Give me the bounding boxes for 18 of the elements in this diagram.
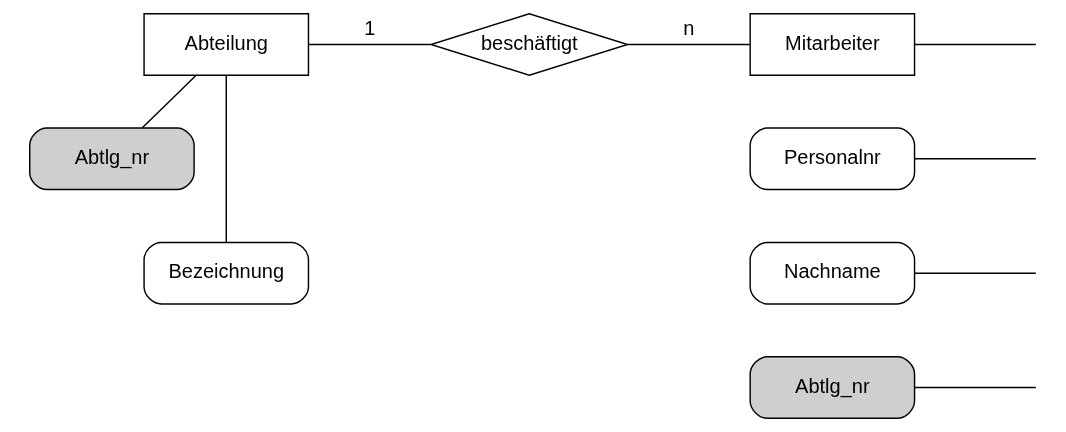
node-box: Nachname	[748, 241, 915, 305]
node-box: Bezeichnung	[142, 241, 309, 305]
edge-label: n	[682, 16, 694, 39]
connector	[141, 75, 196, 129]
connector	[225, 74, 227, 243]
node-box: Abtlg_nr	[748, 356, 915, 419]
connector	[307, 43, 431, 46]
connector	[913, 272, 1037, 274]
node-diamond: beschäftigt	[428, 13, 630, 76]
connector	[626, 43, 750, 46]
connector	[913, 158, 1037, 160]
node-box: Mitarbeiter	[748, 13, 915, 76]
node-box: Abteilung	[142, 13, 309, 76]
connector	[913, 386, 1037, 389]
node-box: Abtlg_nr	[28, 127, 195, 191]
node-box: Personalnr	[748, 127, 915, 191]
connector	[913, 43, 1037, 46]
edge-label: 1	[363, 16, 375, 39]
